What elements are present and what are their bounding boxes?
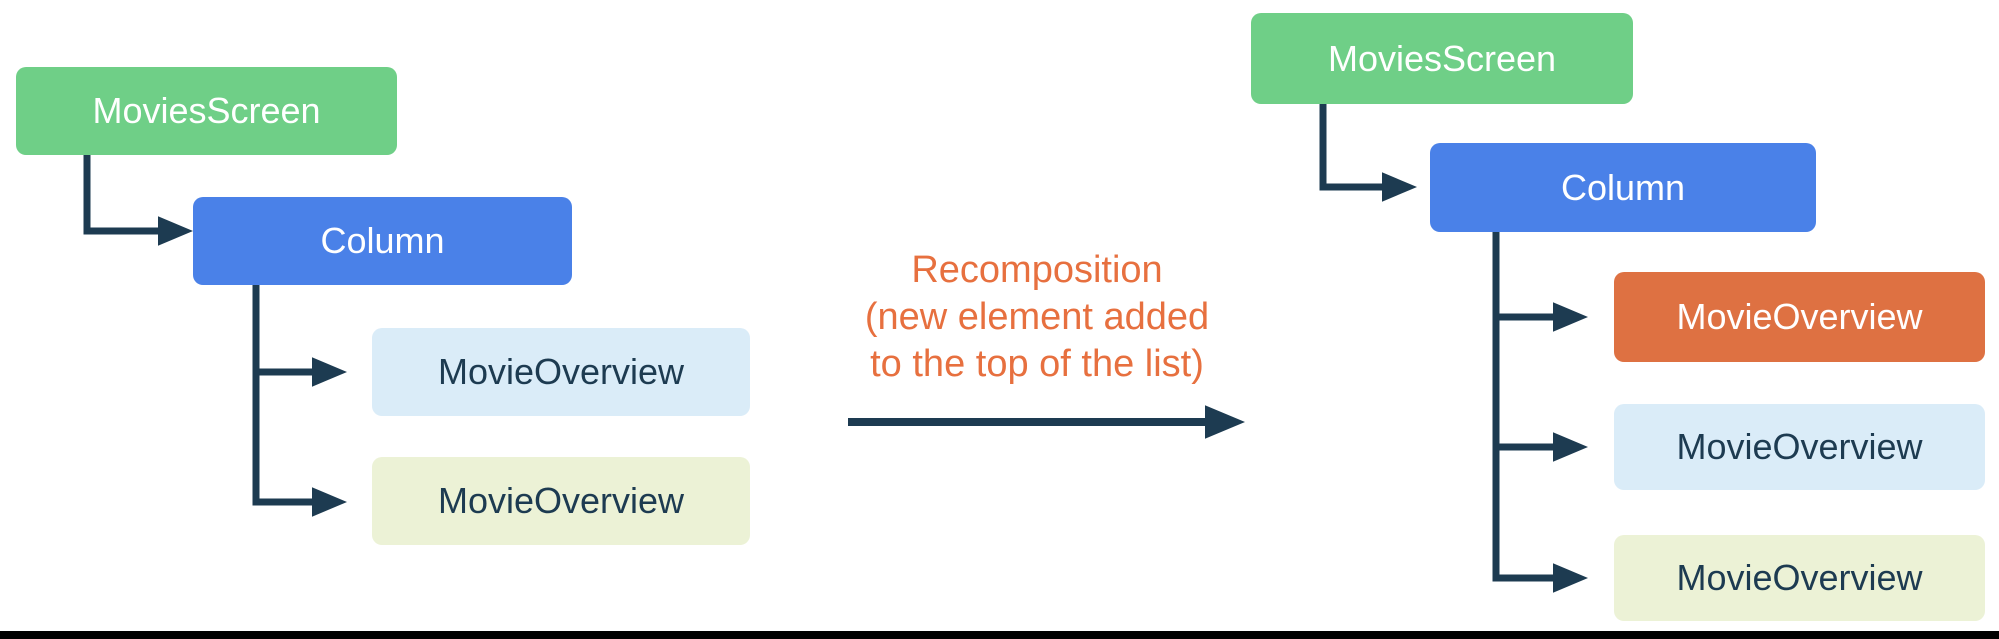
tree-node-movieoverview: MovieOverview (1614, 404, 1985, 490)
recomposition-annotation: Recomposition (new element added to the … (787, 247, 1287, 388)
annotation-line: (new element added (864, 296, 1210, 338)
trunk-branch-connector-right (1492, 232, 1588, 593)
tree-node-column: Column (193, 197, 572, 285)
tree-node-movieoverview: MovieOverview (372, 328, 750, 416)
tree-node-movieoverview: MovieOverview (372, 457, 750, 545)
tree-node-moviesscreen: MoviesScreen (1251, 13, 1633, 104)
tree-node-movieoverview-new: MovieOverview (1614, 272, 1985, 362)
annotation-line: to the top of the list) (870, 343, 1204, 385)
tree-node-moviesscreen: MoviesScreen (16, 67, 397, 155)
annotation-line: Recomposition (911, 249, 1163, 291)
tree-node-movieoverview: MovieOverview (1614, 535, 1985, 621)
elbow-connector-left (83, 155, 193, 246)
elbow-connector-right (1319, 104, 1417, 202)
tree-node-column: Column (1430, 143, 1816, 232)
trunk-branch-connector-left (252, 285, 347, 517)
bottom-border-bar (0, 631, 1999, 639)
